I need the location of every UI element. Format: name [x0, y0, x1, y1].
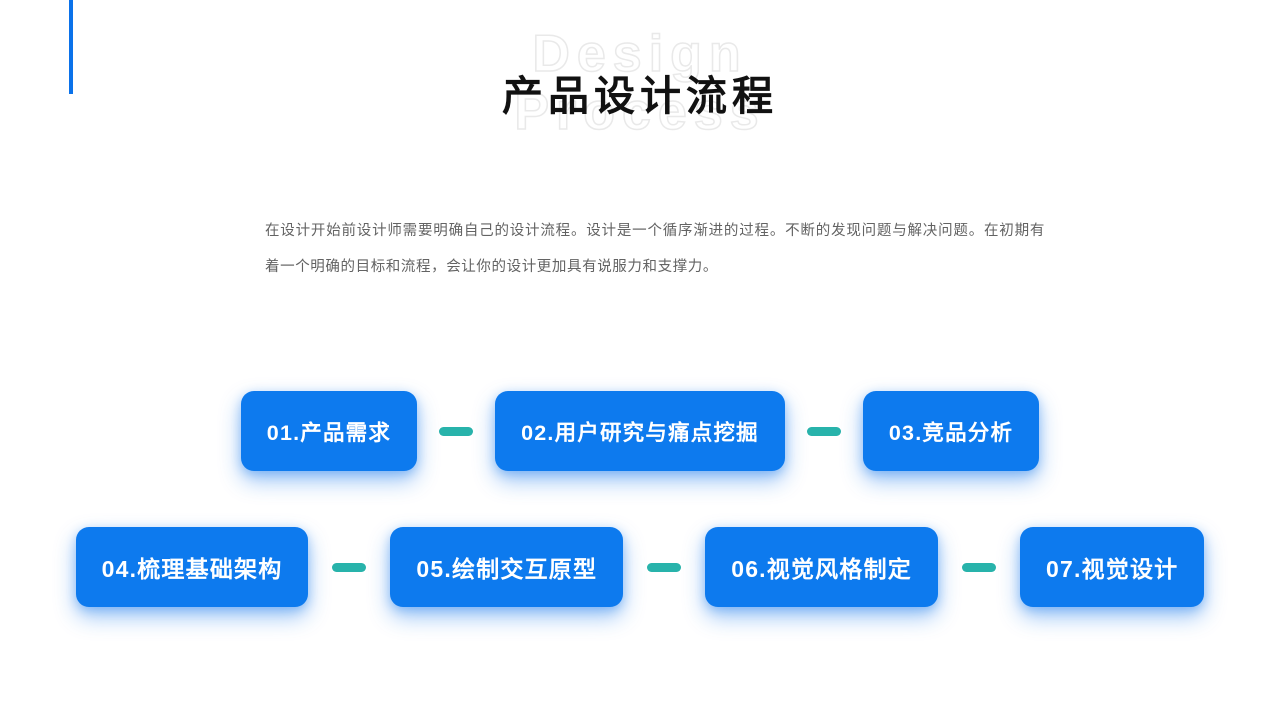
step-box-07[interactable]: 07.视觉设计: [1019, 527, 1205, 607]
accent-rule: [69, 0, 73, 94]
step-box-03[interactable]: 03.竞品分析: [862, 391, 1040, 471]
step-box-02[interactable]: 02.用户研究与痛点挖掘: [495, 391, 785, 471]
watermark-process: Process: [514, 83, 766, 141]
step-label: 01.产品需求: [266, 420, 392, 445]
step-label: 06.视觉风格制定: [731, 556, 912, 582]
step-box-06[interactable]: 06.视觉风格制定: [705, 527, 938, 607]
process-flow: 01.产品需求 02.用户研究与痛点挖掘 03.竞品分析 04.梳理基础架构 0…: [0, 372, 1280, 626]
step-label: 04.梳理基础架构: [101, 556, 283, 582]
step-label: 03.竞品分析: [888, 420, 1014, 445]
flow-row-2: 04.梳理基础架构 05.绘制交互原型 06.视觉风格制定 07.视觉设计: [0, 508, 1280, 626]
flow-row-1: 01.产品需求 02.用户研究与痛点挖掘 03.竞品分析: [0, 372, 1280, 490]
step-box-05[interactable]: 05.绘制交互原型: [390, 527, 624, 607]
watermark-design: Design: [532, 25, 748, 83]
connector-dash-icon: [806, 426, 841, 436]
step-box-04[interactable]: 04.梳理基础架构: [75, 527, 309, 607]
connector-dash-icon: [647, 562, 682, 572]
intro-paragraph: 在设计开始前设计师需要明确自己的设计流程。设计是一个循序渐进的过程。不断的发现问…: [265, 223, 1045, 275]
step-label: 02.用户研究与痛点挖掘: [521, 420, 759, 445]
page-title: 产品设计流程: [502, 73, 778, 119]
step-label: 05.绘制交互原型: [416, 556, 598, 582]
connector-dash-icon: [332, 562, 367, 572]
connector-dash-icon: [439, 426, 474, 436]
title-block: Design Process 产品设计流程: [0, 22, 1280, 142]
step-label: 07.视觉设计: [1045, 556, 1179, 582]
connector-dash-icon: [961, 562, 996, 572]
step-box-01[interactable]: 01.产品需求: [240, 391, 418, 471]
